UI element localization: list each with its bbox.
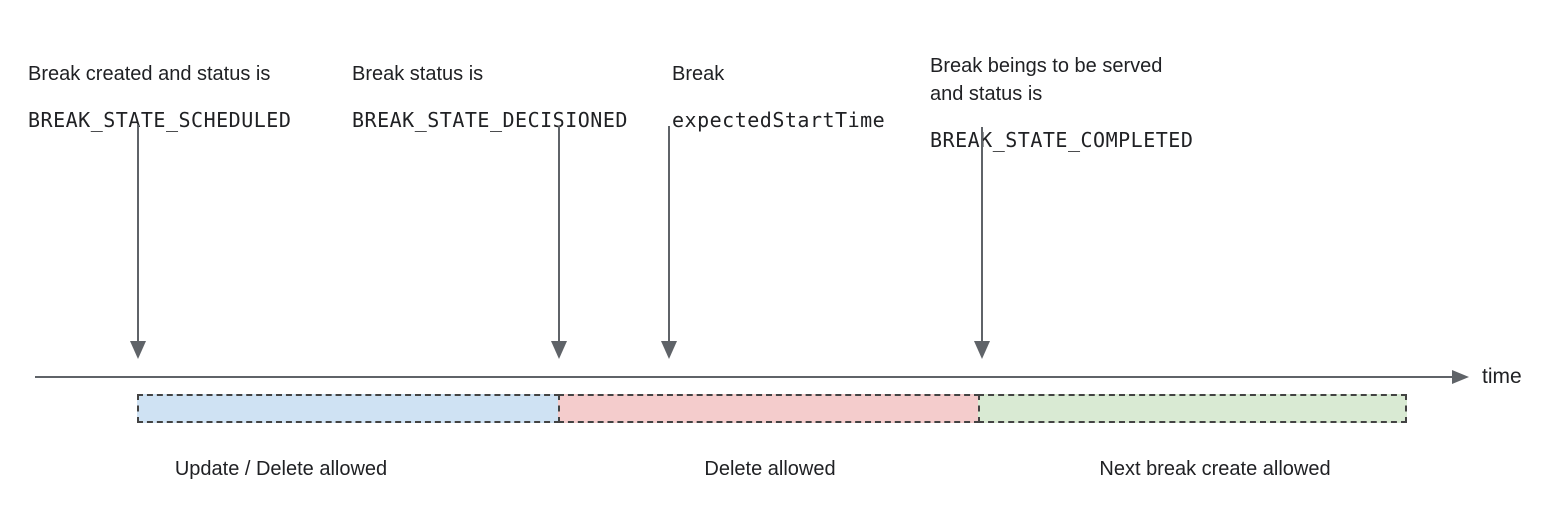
arrow-line xyxy=(558,126,560,341)
annotation-expected-start-time: Break expectedStartTime xyxy=(672,42,885,152)
arrow-down-icon xyxy=(661,341,677,359)
segment-delete-allowed xyxy=(558,394,980,423)
annotation-text: Break status is xyxy=(352,63,484,85)
arrow-right-icon xyxy=(1452,370,1469,384)
event-arrow-break-created xyxy=(130,125,146,359)
annotation-text: Break xyxy=(672,63,725,85)
segment-update-delete-allowed xyxy=(137,394,560,423)
annotation-code: expectedStartTime xyxy=(672,108,886,132)
annotation-code: BREAK_STATE_DECISIONED xyxy=(352,108,628,132)
arrow-line xyxy=(668,126,670,341)
time-axis-line xyxy=(35,376,1455,378)
event-arrow-break-completed xyxy=(974,127,990,359)
arrow-line xyxy=(137,125,139,341)
annotation-text: Break beings to be served and status is xyxy=(930,55,1163,105)
arrow-down-icon xyxy=(974,341,990,359)
annotation-break-created: Break created and status is BREAK_STATE_… xyxy=(28,42,291,152)
event-arrow-expected-start-time xyxy=(661,126,677,359)
arrow-line xyxy=(981,127,983,341)
arrow-down-icon xyxy=(551,341,567,359)
event-arrow-break-decisioned xyxy=(551,126,567,359)
segment-label-delete-allowed: Delete allowed xyxy=(704,458,836,480)
annotation-break-decisioned: Break status is BREAK_STATE_DECISIONED xyxy=(352,42,628,152)
annotation-code: BREAK_STATE_SCHEDULED xyxy=(28,108,292,132)
segment-label-update-delete-allowed: Update / Delete allowed xyxy=(174,458,388,480)
phase-segment-bar xyxy=(137,394,1407,423)
annotation-text: Break created and status is xyxy=(28,63,271,85)
segment-next-break-create-allowed xyxy=(978,394,1407,423)
annotation-break-completed: Break beings to be served and status is … xyxy=(930,34,1193,172)
segment-label-next-break-create-allowed: Next break create allowed xyxy=(1099,458,1331,480)
arrow-down-icon xyxy=(130,341,146,359)
annotation-code: BREAK_STATE_COMPLETED xyxy=(930,128,1194,152)
time-axis-label: time xyxy=(1482,365,1522,388)
